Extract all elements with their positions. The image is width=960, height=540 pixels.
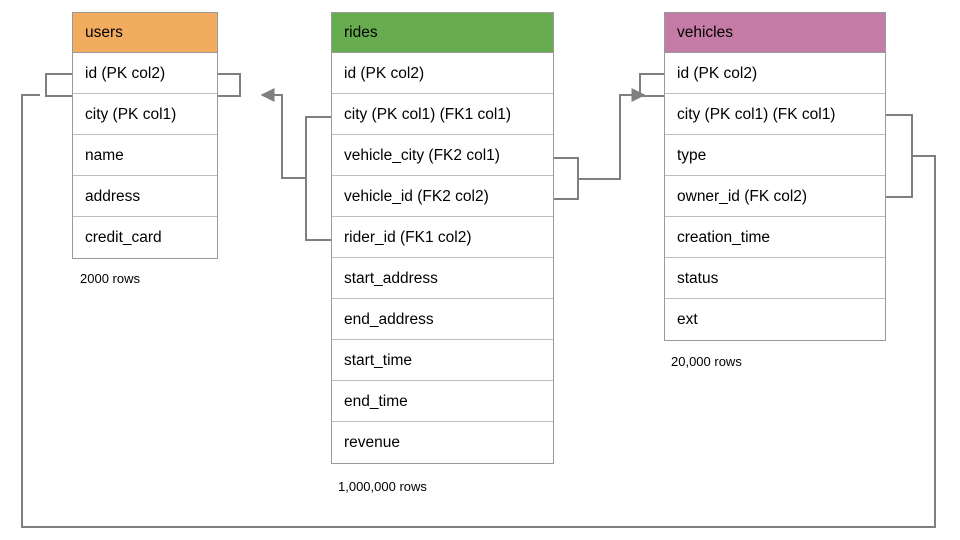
field-rides-end-address[interactable]: end_address [332,299,553,340]
entity-rides-header: rides [332,13,553,53]
field-vehicles-owner-id[interactable]: owner_id (FK col2) [665,176,885,217]
field-rides-start-address[interactable]: start_address [332,258,553,299]
edge-rides-fk2-vehicles [554,73,664,200]
field-vehicles-type[interactable]: type [665,135,885,176]
field-users-name[interactable]: name [73,135,217,176]
field-users-address[interactable]: address [73,176,217,217]
field-vehicles-ext[interactable]: ext [665,299,885,340]
entity-vehicles[interactable]: vehicles id (PK col2) city (PK col1) (FK… [664,12,886,341]
field-vehicles-status[interactable]: status [665,258,885,299]
rowcount-users: 2000 rows [80,271,140,286]
field-rides-id[interactable]: id (PK col2) [332,53,553,94]
entity-users-header: users [73,13,217,53]
rowcount-vehicles: 20,000 rows [671,354,742,369]
field-rides-end-time[interactable]: end_time [332,381,553,422]
field-rides-vehicle-id[interactable]: vehicle_id (FK2 col2) [332,176,553,217]
field-users-id[interactable]: id (PK col2) [73,53,217,94]
entity-vehicles-header: vehicles [665,13,885,53]
entity-rides[interactable]: rides id (PK col2) city (PK col1) (FK1 c… [331,12,554,464]
field-vehicles-creation-time[interactable]: creation_time [665,217,885,258]
field-rides-revenue[interactable]: revenue [332,422,553,463]
field-rides-city[interactable]: city (PK col1) (FK1 col1) [332,94,553,135]
field-users-credit-card[interactable]: credit_card [73,217,217,258]
edge-users-left-bracket [45,73,72,97]
field-rides-rider-id[interactable]: rider_id (FK1 col2) [332,217,553,258]
field-rides-start-time[interactable]: start_time [332,340,553,381]
rowcount-rides: 1,000,000 rows [338,479,427,494]
field-vehicles-city[interactable]: city (PK col1) (FK col1) [665,94,885,135]
field-users-city[interactable]: city (PK col1) [73,94,217,135]
field-vehicles-id[interactable]: id (PK col2) [665,53,885,94]
field-rides-vehicle-city[interactable]: vehicle_city (FK2 col1) [332,135,553,176]
entity-users[interactable]: users id (PK col2) city (PK col1) name a… [72,12,218,259]
edge-rides-fk1-users [218,73,331,241]
